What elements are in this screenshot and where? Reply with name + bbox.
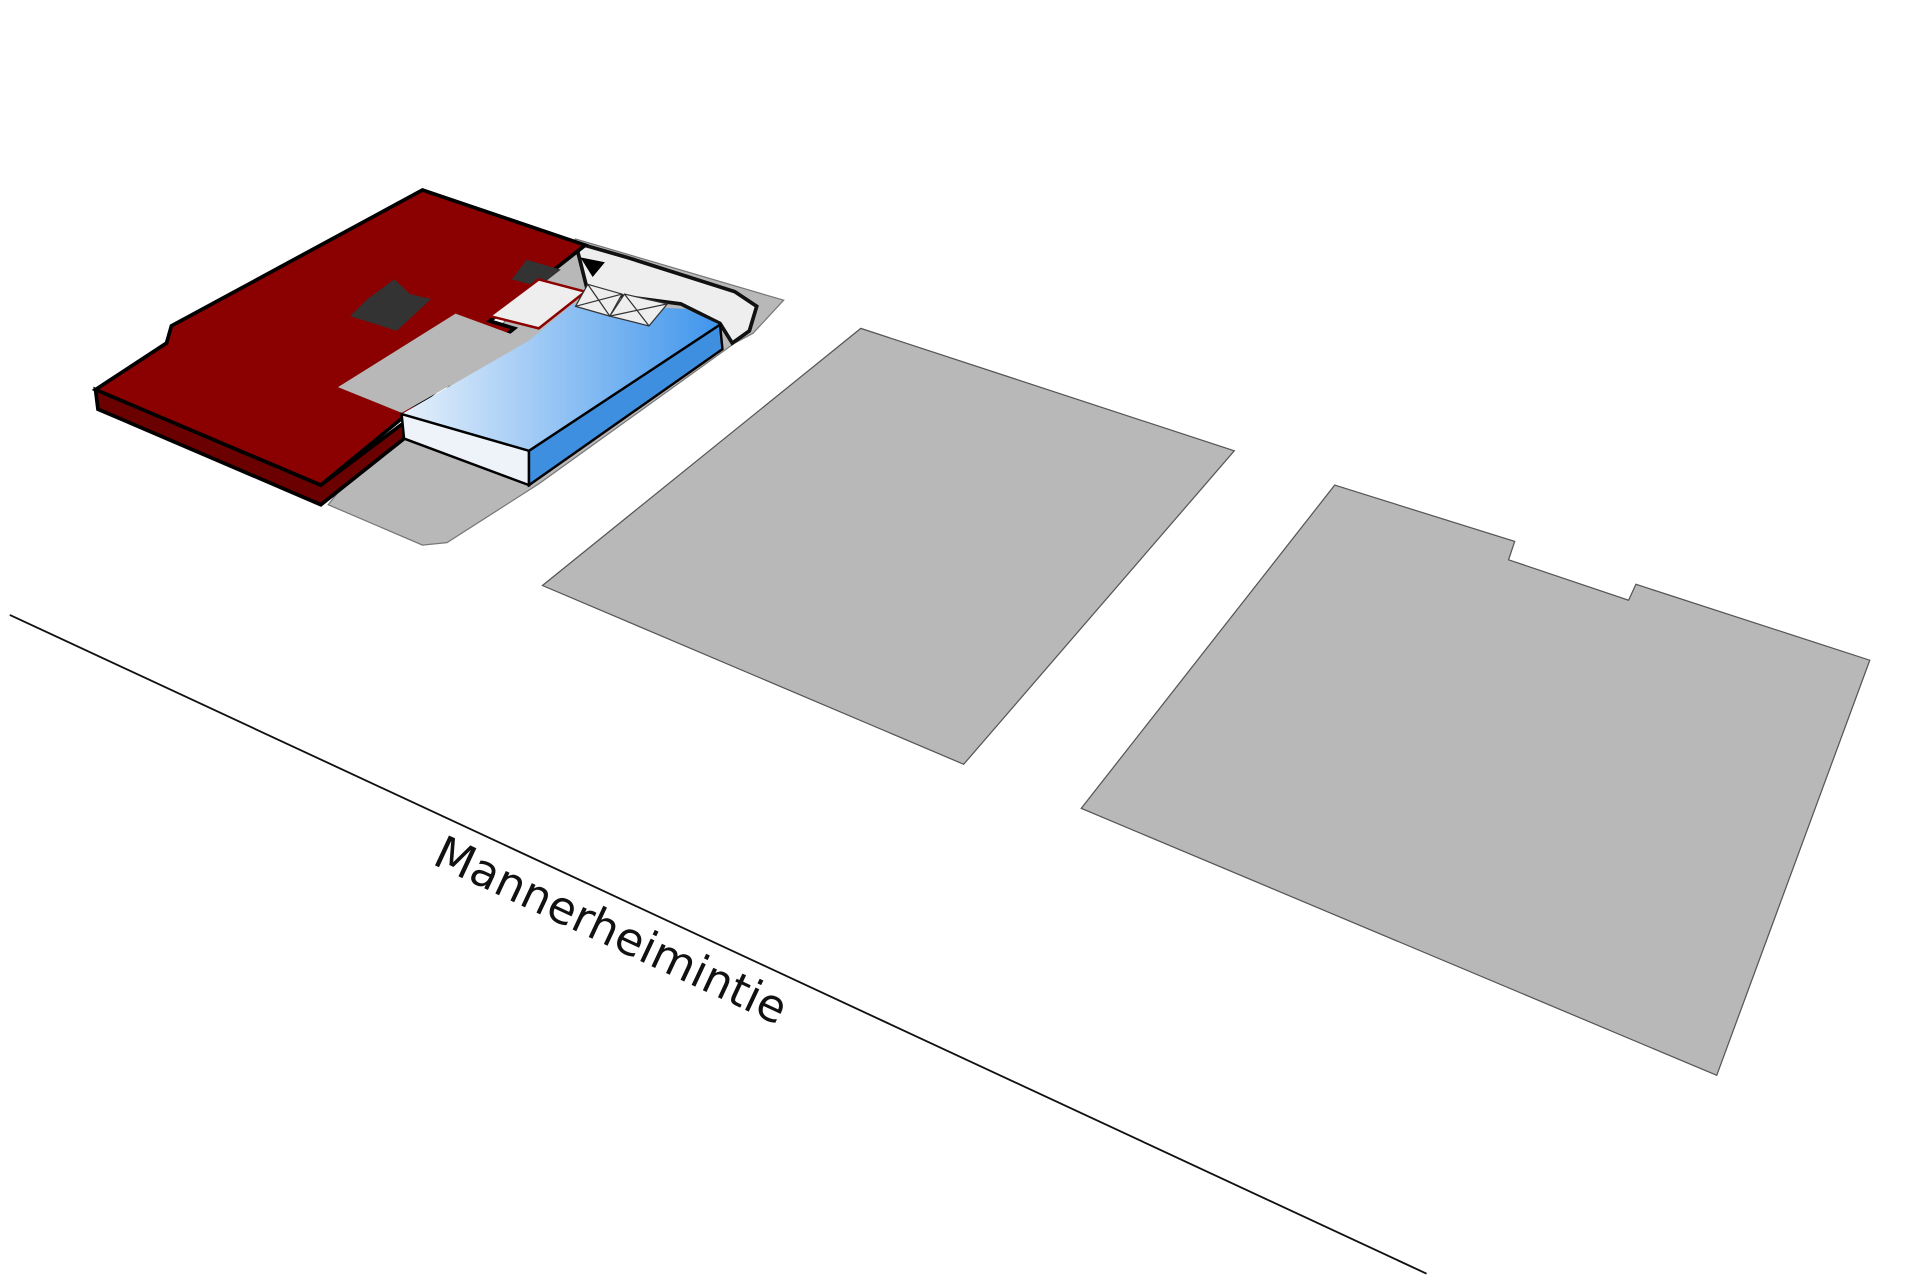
- lot-middle: [541, 327, 1236, 766]
- lot-right: [1080, 484, 1871, 1077]
- street-label: Mannerheimintie: [426, 825, 795, 1035]
- highlight-volume-right: [527, 322, 724, 488]
- stair-unit: [487, 278, 588, 330]
- elevator-icon: [574, 283, 669, 327]
- street-line: [9, 614, 1427, 1275]
- entrance-arrow-icon: [580, 257, 605, 277]
- core-1: [350, 279, 432, 331]
- building-block: [91, 188, 785, 546]
- highlight-volume-top: [401, 303, 720, 451]
- gray-courtyard: [337, 313, 529, 413]
- core-2: [511, 259, 561, 287]
